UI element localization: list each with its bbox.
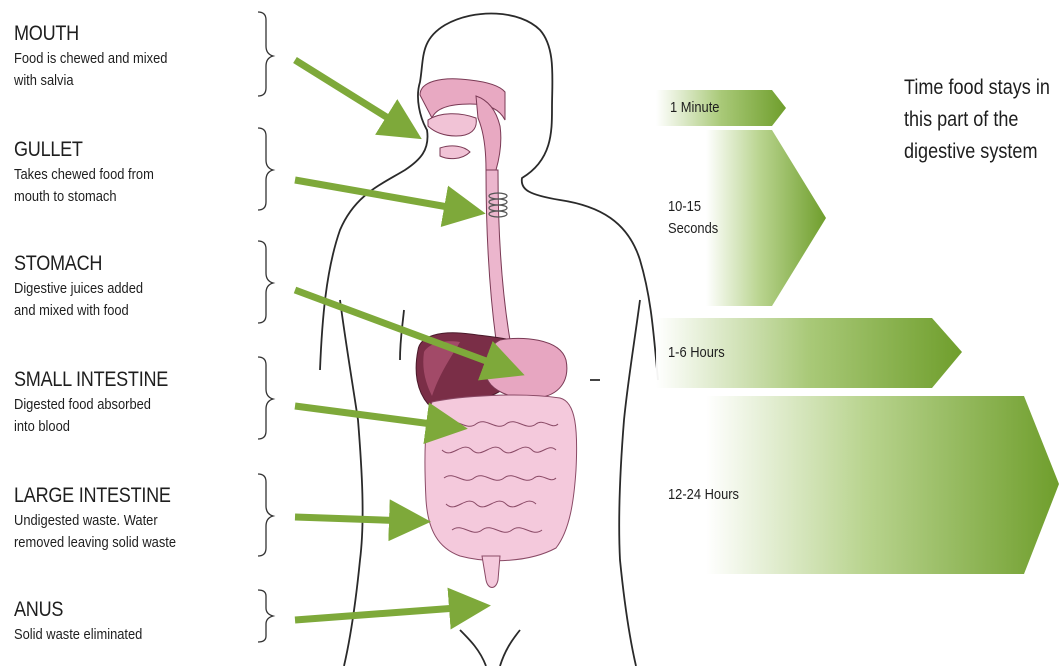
organ-desc-stomach: Digestive juices added and mixed with fo… <box>14 278 263 322</box>
organ-name-small-intestine: SMALL INTESTINE <box>14 368 229 392</box>
organ-name-gullet: GULLET <box>14 138 229 162</box>
band-12-24-hours <box>706 396 1059 574</box>
label-stomach: STOMACH Digestive juices added and mixed… <box>14 252 264 322</box>
label-gullet: GULLET Takes chewed food from mouth to s… <box>14 138 264 208</box>
arrow-mouth <box>295 60 404 128</box>
label-large-intestine: LARGE INTESTINE Undigested waste. Water … <box>14 484 264 554</box>
mouth-organs <box>420 79 505 170</box>
intestines <box>425 395 577 561</box>
time-label-1-6-hours: 1-6 Hours <box>668 342 725 364</box>
time-label-10-15-seconds: 10-15 Seconds <box>668 196 718 240</box>
organ-desc-mouth: Food is chewed and mixed with salvia <box>14 48 263 92</box>
organ-name-anus: ANUS <box>14 598 229 622</box>
organ-desc-small-intestine: Digested food absorbed into blood <box>14 394 263 438</box>
band-10-15-seconds <box>706 130 826 306</box>
organ-desc-gullet: Takes chewed food from mouth to stomach <box>14 164 263 208</box>
time-label-1-minute: 1 Minute <box>670 97 719 119</box>
label-mouth: MOUTH Food is chewed and mixed with salv… <box>14 22 264 92</box>
arrow-large-intestine <box>295 517 410 521</box>
organ-name-mouth: MOUTH <box>14 22 229 46</box>
organ-name-stomach: STOMACH <box>14 252 229 276</box>
time-label-12-24-hours: 12-24 Hours <box>668 484 739 506</box>
label-anus: ANUS Solid waste eliminated <box>14 598 264 646</box>
label-small-intestine: SMALL INTESTINE Digested food absorbed i… <box>14 368 264 438</box>
rectum <box>482 556 500 588</box>
organ-desc-large-intestine: Undigested waste. Water removed leaving … <box>14 510 263 554</box>
arrow-anus <box>295 607 470 620</box>
organ-name-large-intestine: LARGE INTESTINE <box>14 484 229 508</box>
organ-desc-anus: Solid waste eliminated <box>14 624 263 646</box>
time-legend: Time food stays in this part of the dige… <box>904 72 1059 168</box>
arrow-small-intestine <box>295 406 447 426</box>
